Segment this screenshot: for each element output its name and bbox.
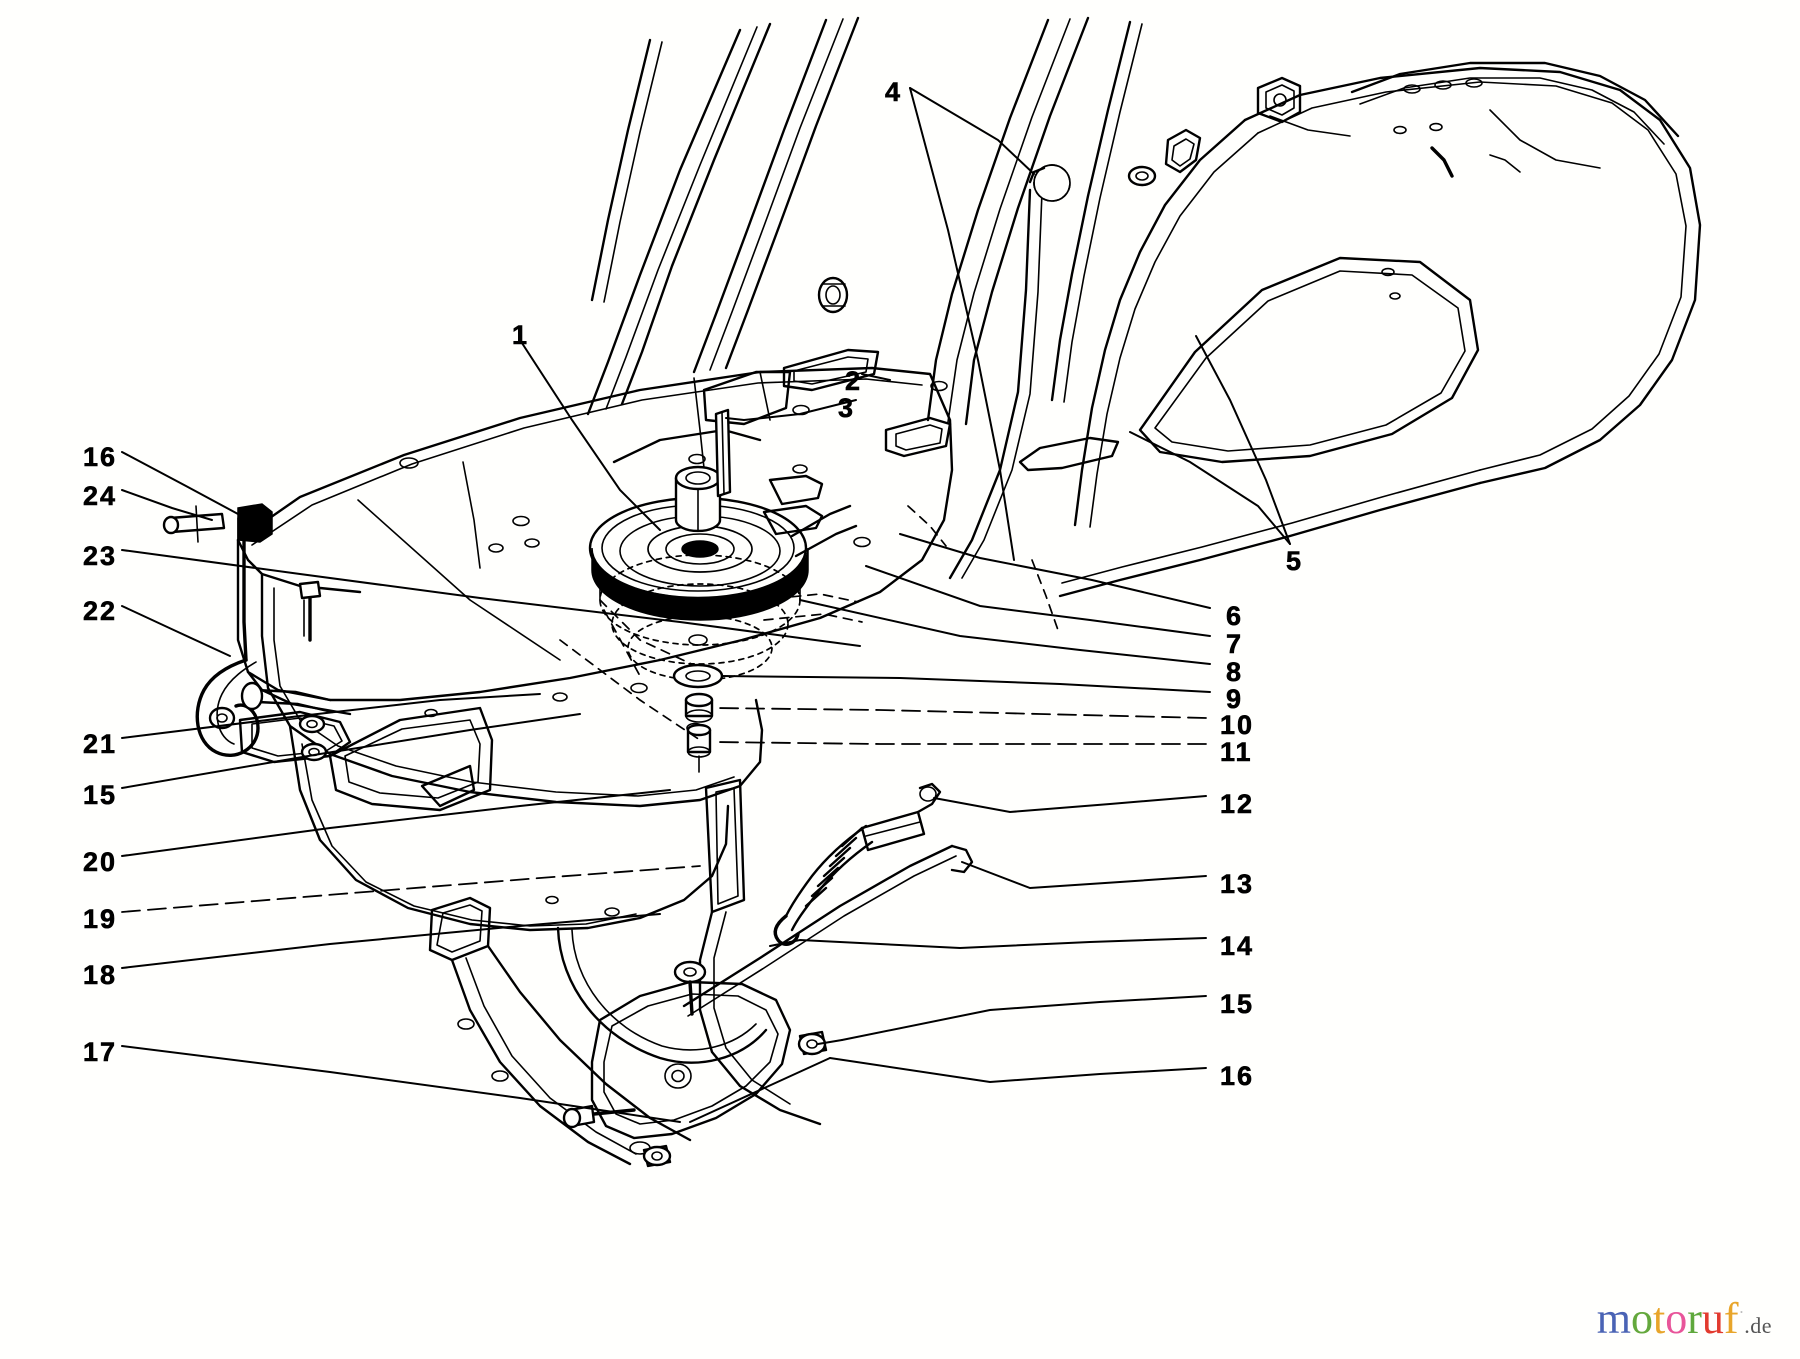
callout-19: 19	[83, 904, 118, 934]
callout-15b: 15	[83, 780, 118, 810]
callout-1: 1	[512, 320, 530, 350]
callout-7: 7	[1226, 629, 1244, 659]
extension-spring-and-rod	[682, 782, 974, 1017]
callout-10: 10	[1220, 710, 1255, 740]
callout-23: 23	[83, 541, 118, 571]
watermark-letter: r	[1687, 1294, 1702, 1343]
callout-8: 8	[1226, 657, 1244, 687]
watermark-letter: m	[1596, 1294, 1632, 1343]
callout-22: 22	[83, 596, 118, 626]
spindle-pulley-assembly	[588, 408, 863, 773]
callout-4: 4	[885, 77, 903, 107]
callout-11: 11	[1220, 737, 1253, 767]
construction-lines	[559, 505, 1059, 741]
leader-lines	[121, 87, 1291, 1123]
watermark-dot: ·	[1738, 1302, 1745, 1322]
rear-frame-assembly	[1018, 61, 1702, 598]
callout-20: 20	[83, 847, 118, 877]
motoruf-watermark: motoruf·.de	[1597, 1297, 1772, 1341]
callout-5: 5	[1286, 546, 1304, 576]
callout-14: 14	[1220, 931, 1255, 961]
callout-17: 17	[83, 1037, 118, 1067]
watermark-letter: o	[1631, 1294, 1654, 1343]
callout-2: 2	[845, 366, 863, 396]
watermark-letter: t	[1653, 1294, 1666, 1343]
handle-uprights	[586, 16, 1143, 580]
callout-18: 18	[83, 960, 118, 990]
callout-16b: 16	[83, 442, 118, 472]
watermark-tld: .de	[1744, 1313, 1772, 1338]
watermark-letter: f	[1723, 1294, 1739, 1343]
callout-24: 24	[83, 481, 118, 511]
callout-15: 15	[1220, 989, 1255, 1019]
watermark-letter: o	[1665, 1294, 1688, 1343]
callout-16: 16	[1220, 1061, 1255, 1091]
callout-9: 9	[1226, 684, 1244, 714]
watermark-letter: u	[1701, 1294, 1724, 1343]
callout-21: 21	[83, 729, 118, 759]
callout-13: 13	[1220, 869, 1255, 899]
lift-rod-and-hook	[162, 503, 352, 764]
callout-12: 12	[1220, 789, 1255, 819]
callout-3: 3	[838, 393, 856, 423]
callout-6: 6	[1226, 601, 1244, 631]
front-lift-bracket	[428, 778, 828, 1168]
